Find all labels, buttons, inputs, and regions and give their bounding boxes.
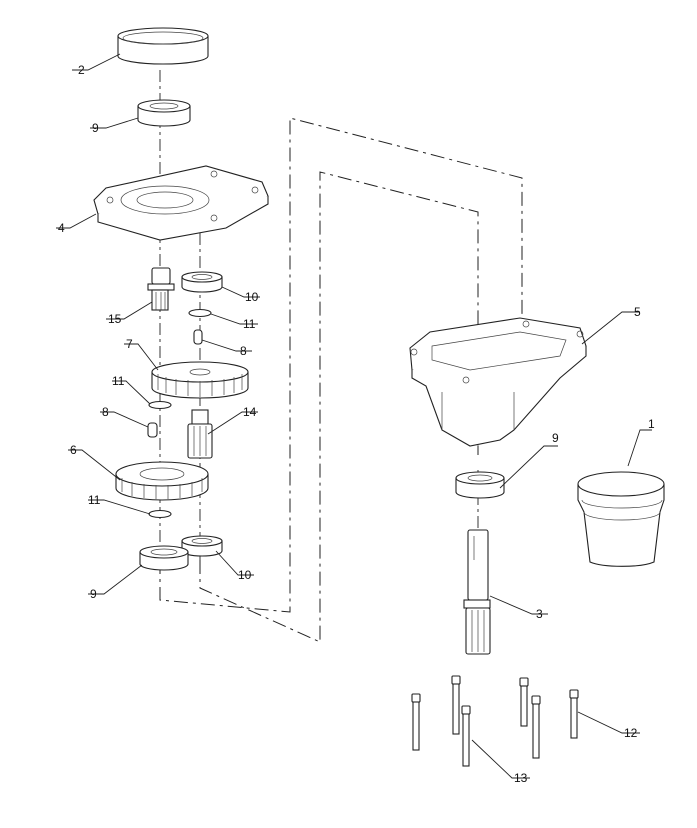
callout-leaders <box>56 53 652 779</box>
callout-8-lower: 8 <box>102 405 109 419</box>
part-ring <box>117 27 209 65</box>
part-snap-ring-3 <box>148 509 172 519</box>
part-snap-ring-1 <box>188 308 212 318</box>
callout-15: 15 <box>108 312 122 326</box>
part-cover-plate <box>93 165 269 241</box>
part-bearing-small-lower <box>181 535 223 557</box>
callout-5: 5 <box>634 305 641 319</box>
part-pin-1 <box>193 329 203 345</box>
callout-labels: 2 9 4 10 15 11 8 7 11 8 14 6 11 10 9 5 9… <box>58 63 655 785</box>
callout-6: 6 <box>70 443 77 457</box>
part-bolts <box>411 675 579 767</box>
part-gear-housing <box>409 317 587 447</box>
callout-3: 3 <box>536 607 543 621</box>
part-bearing-lower <box>139 545 189 571</box>
part-gear-medium <box>115 461 209 501</box>
callout-10-upper: 10 <box>245 290 259 304</box>
callout-11-middle: 11 <box>112 374 125 388</box>
callout-8-upper: 8 <box>240 344 247 358</box>
callout-11-upper: 11 <box>243 317 256 331</box>
callout-10-lower: 10 <box>238 568 252 582</box>
part-bearing-upper <box>137 99 191 127</box>
callout-12: 12 <box>624 726 638 740</box>
part-pin-2 <box>147 422 158 438</box>
callout-9-lower: 9 <box>90 587 97 601</box>
callout-11-lower: 11 <box>88 493 101 507</box>
part-splined-shaft-short <box>147 267 175 311</box>
callout-14: 14 <box>243 405 257 419</box>
part-snap-ring-2 <box>148 400 172 410</box>
callout-2: 2 <box>78 63 85 77</box>
callout-9-right: 9 <box>552 431 559 445</box>
part-container <box>577 471 665 567</box>
part-bearing-small-upper <box>181 271 223 293</box>
part-gear-large <box>151 361 249 399</box>
callout-9-upper: 9 <box>92 121 99 135</box>
callout-1: 1 <box>648 417 655 431</box>
callout-4: 4 <box>58 221 65 235</box>
part-bearing-housing <box>455 471 505 499</box>
part-pinion-shaft <box>187 409 213 459</box>
callout-7: 7 <box>126 337 133 351</box>
callout-13: 13 <box>514 771 528 785</box>
part-output-shaft <box>463 529 491 655</box>
